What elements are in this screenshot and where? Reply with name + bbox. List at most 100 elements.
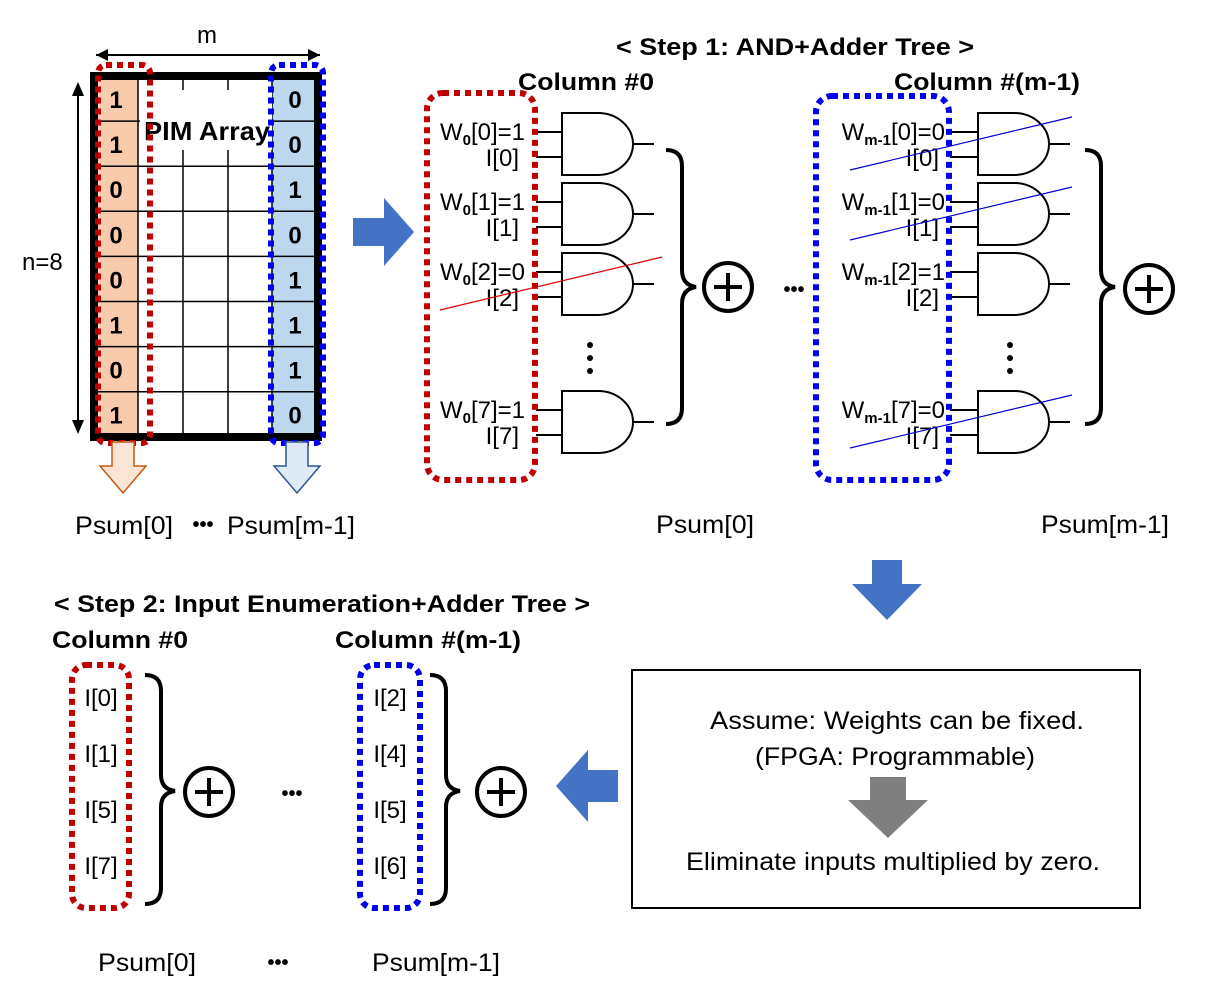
step2-colm-brace (429, 673, 461, 906)
assume-box: Assume: Weights can be fixed. (FPGA: Pro… (631, 669, 1141, 909)
step1-col0-weight-label: W0[1]=1 (440, 189, 525, 219)
pim-psumm-label: Psum[m-1] (227, 512, 355, 540)
step2-colm-item: I[2] (373, 685, 406, 712)
step1-col0-brace (665, 148, 697, 426)
assume-gray-arrow (848, 777, 928, 838)
assume-to-step2-arrow (556, 750, 618, 822)
step2-col0-brace (144, 673, 176, 906)
pim-title-bg (140, 90, 272, 150)
and-gate (977, 112, 1050, 176)
step1-colm-input-label: I[1] (906, 215, 939, 242)
pim-colm-bit: 1 (288, 267, 301, 294)
pim-col0-bit: 0 (109, 222, 122, 249)
zero-weight-strike-line (849, 116, 1073, 171)
step1-col0-weight-label: W0[0]=1 (440, 119, 525, 149)
step1: < Step 1: AND+Adder Tree > Column #0 Col… (424, 34, 1175, 539)
pim-col0-bit: 1 (109, 87, 122, 114)
zero-weight-strike-line (849, 394, 1073, 449)
pim-col0-bit: 1 (109, 403, 122, 430)
and-gate (561, 182, 634, 246)
step2-colm-item: I[4] (373, 741, 406, 768)
weight-index: [2]=0 (471, 259, 525, 286)
step1-title: < Step 1: AND+Adder Tree > (616, 34, 974, 61)
step1-col0-input-label: I[1] (486, 215, 519, 242)
weight-subscript: 0 (463, 202, 471, 219)
step2-colm-adder (475, 766, 527, 818)
step2-col0-adder (183, 766, 235, 818)
assume-line2: (FPGA: Programmable) (755, 743, 1035, 771)
pim-col0-bit: 0 (109, 267, 122, 294)
step1-col0-highlight (424, 90, 538, 483)
step1-col0-title: Column #0 (518, 69, 654, 96)
weight-letter: W (440, 119, 463, 146)
step2-col0-item: I[7] (84, 853, 117, 880)
pim-colm-bit: 1 (288, 177, 301, 204)
n-label: n=8 (22, 249, 63, 276)
step2-colm-item: I[6] (373, 853, 406, 880)
pim-colm-bit: 1 (288, 358, 301, 385)
step2-col0-item: I[1] (84, 741, 117, 768)
pim-col0-output-arrow (98, 441, 148, 495)
pim-col0-bit: 0 (109, 177, 122, 204)
weight-letter: W (440, 397, 463, 424)
step1-colm-highlight (813, 93, 952, 483)
step2-colm-items: I[2]I[4]I[5]I[6] (373, 685, 406, 880)
weight-letter: W (842, 119, 865, 146)
and-gate (977, 252, 1050, 316)
step2-mid-dots: ••• (281, 783, 302, 805)
step1-colm-weight-label: Wm-1[7]=0 (842, 397, 945, 427)
zero-weight-strike-line (849, 186, 1073, 241)
step2-colm-highlight (357, 662, 423, 911)
step1-col0: W0[0]=1I[0]W0[1]=1I[1]W0[2]=0I[2]W0[7]=1… (439, 112, 663, 454)
step1-col0-input-label: I[0] (486, 145, 519, 172)
weight-letter: W (842, 189, 865, 216)
weight-index: [7]=0 (891, 397, 945, 424)
step2-psumm-label: Psum[m-1] (372, 949, 500, 977)
step1-colm-adder (1123, 263, 1175, 315)
step1-psum0-label: Psum[0] (656, 511, 754, 539)
step1-mid-dots: ••• (783, 279, 804, 301)
step2: < Step 2: Input Enumeration+Adder Tree >… (52, 591, 590, 977)
weight-index: [1]=0 (891, 189, 945, 216)
pim-colm-bit: 0 (288, 87, 301, 114)
and-gate (561, 252, 634, 316)
pim-col0-bit: 0 (109, 358, 122, 385)
pim-col0-bits: 1 1 0 0 0 1 0 1 (109, 87, 122, 430)
weight-letter: W (842, 397, 865, 424)
step2-title: < Step 2: Input Enumeration+Adder Tree > (54, 591, 590, 618)
and-gate (977, 390, 1050, 454)
step1-col0-adder (702, 261, 754, 313)
pim-border (90, 72, 322, 441)
step1-col0-input-label: I[2] (486, 285, 519, 312)
step2-col0-item: I[0] (84, 685, 117, 712)
and-gate (977, 182, 1050, 246)
step1-colm-input-label: I[0] (906, 145, 939, 172)
weight-index: [0]=1 (471, 119, 525, 146)
step1-colm-weight-label: Wm-1[1]=0 (842, 189, 945, 219)
pim-col0-bit: 1 (109, 132, 122, 159)
step1-colm-brace (1084, 148, 1116, 426)
assume-line3: Eliminate inputs multiplied by zero. (686, 848, 1100, 876)
pim-to-step1-arrow (353, 198, 414, 266)
m-label: m (197, 22, 217, 49)
step1-colm-vdots (1007, 342, 1013, 374)
pim-colm-bit: 0 (288, 222, 301, 249)
weight-subscript: 0 (463, 132, 471, 149)
weight-subscript: m-1 (864, 272, 891, 289)
step2-col0-item: I[5] (84, 797, 117, 824)
pim-colm-bit: 1 (288, 313, 301, 340)
step1-col0-input-label: I[7] (486, 423, 519, 450)
step1-col0-vdots (587, 342, 593, 374)
step2-col0-title: Column #0 (52, 627, 188, 654)
pim-colm-bit: 0 (288, 132, 301, 159)
weight-subscript: 0 (463, 272, 471, 289)
step1-colm-input-label: I[2] (906, 285, 939, 312)
step1-colm-input-label: I[7] (906, 423, 939, 450)
pim-psum0-label: Psum[0] (75, 512, 173, 540)
pim-col0-bit: 1 (109, 313, 122, 340)
weight-subscript: m-1 (864, 410, 891, 427)
